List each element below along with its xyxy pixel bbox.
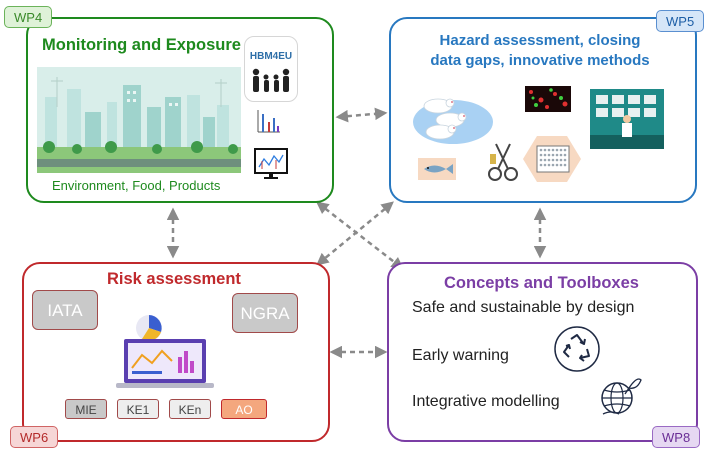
hbm4eu-logo-text: HBM4EU	[249, 51, 293, 62]
monitor-chart-icon	[254, 148, 288, 179]
zebrafish-image	[418, 158, 456, 180]
wp5-title-line2: data gaps, innovative methods	[430, 52, 650, 69]
fluorescence-image	[525, 86, 571, 112]
concept-item-early-warning: Early warning	[412, 347, 509, 364]
bar-chart-icon	[257, 110, 280, 133]
wp6-badge: WP6	[10, 426, 59, 448]
lab-mice-image	[413, 98, 493, 144]
well-plate-image	[523, 136, 581, 182]
city-illustration	[37, 67, 241, 173]
chain-ao: AO	[221, 399, 267, 419]
wp8-badge: WP8	[652, 426, 701, 448]
ngra-label: NGRA	[232, 293, 298, 333]
scissors-icon	[488, 143, 518, 181]
wp8-title: Concepts and Toolboxes	[444, 274, 639, 292]
wp5-badge: WP5	[656, 10, 705, 32]
lab-scientist-image	[590, 89, 664, 149]
iata-label: IATA	[32, 290, 98, 330]
concept-item-integrative-modelling: Integrative modelling	[412, 393, 560, 410]
concept-item-ssbd: Safe and sustainable by design	[412, 299, 635, 316]
wp4-caption: Environment, Food, Products	[52, 178, 221, 193]
dashboard-laptop-image	[116, 315, 214, 388]
arrow-wp4-wp5	[335, 107, 388, 123]
recycle-icon	[554, 326, 600, 372]
chain-mie: MIE	[65, 399, 107, 419]
hbm4eu-logo: HBM4EU	[244, 36, 298, 102]
wp5-title-line1: Hazard assessment, closing	[439, 32, 641, 49]
wp4-badge: WP4	[4, 6, 53, 28]
arrow-wp5-wp6	[316, 201, 394, 266]
wp8-box	[387, 262, 698, 442]
globe-plant-icon	[601, 378, 642, 415]
wp6-title: Risk assessment	[107, 270, 241, 288]
chain-ke1: KE1	[117, 399, 159, 419]
wp4-title: Monitoring and Exposure	[42, 36, 241, 54]
family-icon	[252, 68, 290, 92]
arrow-wp4-wp8	[316, 201, 404, 270]
chain-ken: KEn	[169, 399, 211, 419]
